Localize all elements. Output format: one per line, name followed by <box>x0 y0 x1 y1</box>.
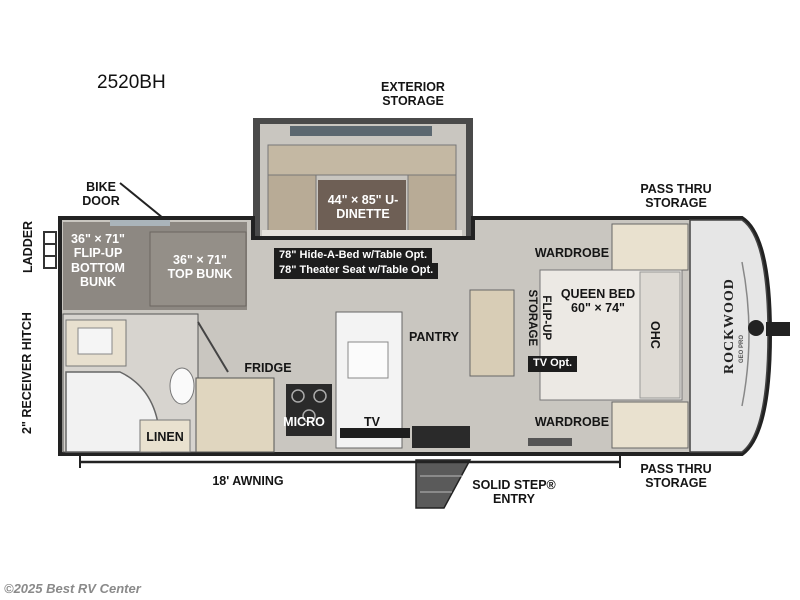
entry-steps <box>415 459 472 509</box>
tv-stand <box>340 428 410 438</box>
queen-bed-label: QUEEN BED 60" × 74" <box>560 287 636 316</box>
ohc-label: OHC <box>648 321 662 349</box>
hide-a-bed-strip <box>262 230 462 240</box>
exterior-storage-label: EXTERIOR STORAGE <box>381 80 445 109</box>
bike-door-swing <box>119 182 164 219</box>
bed-pillows <box>639 271 681 399</box>
brand-sub-logo: GEO PRO <box>739 334 745 363</box>
hitch-tongue <box>766 322 790 336</box>
front-cap-curve <box>741 261 750 407</box>
burner-1 <box>291 389 305 403</box>
bottom-bunk-label: 36" × 71" FLIP-UP BOTTOM BUNK <box>71 232 125 290</box>
entry-step-well <box>412 426 470 448</box>
theater-seat-note: 78" Theater Seat w/Table Opt. <box>274 263 439 279</box>
wardrobe-bottom-cabinet <box>611 401 689 449</box>
toilet <box>169 367 195 405</box>
entry-label: SOLID STEP® ENTRY <box>472 478 556 507</box>
flip-up-storage-label: FLIP-UP STORAGE <box>526 289 552 347</box>
pantry-label: PANTRY <box>409 330 459 344</box>
watermark: ©2025 Best RV Center <box>4 581 141 596</box>
fridge-cabinet <box>195 377 275 453</box>
wardrobe-bottom-label: WARDROBE <box>534 415 610 429</box>
dinette-seat-back <box>267 144 457 176</box>
burner-2 <box>313 389 327 403</box>
hide-a-bed-note: 78" Hide-A-Bed w/Table Opt. <box>274 248 433 264</box>
exterior-storage-window <box>290 126 432 136</box>
wardrobe-top-label: WARDROBE <box>534 246 610 260</box>
bike-door-label: BIKE DOOR <box>82 180 120 209</box>
ladder-label: LADDER <box>21 220 35 273</box>
hitch-jack <box>748 320 764 336</box>
top-bunk <box>149 231 247 307</box>
receiver-hitch-label: 2" RECEIVER HITCH <box>20 312 34 434</box>
linen-cabinet <box>139 419 191 453</box>
bedroom-window <box>528 438 572 446</box>
bath-door <box>197 321 229 373</box>
micro-label: MICRO <box>283 415 325 429</box>
linen-label: LINEN <box>146 430 184 444</box>
pass-thru-storage-bottom-label: PASS THRU STORAGE <box>640 462 712 491</box>
fridge-label: FRIDGE <box>244 361 292 375</box>
pantry-counter <box>335 311 403 449</box>
tv-opt-note: TV Opt. <box>528 356 578 372</box>
dinette-table <box>318 180 406 230</box>
flip-up-storage <box>469 289 515 377</box>
bath-sink <box>77 327 113 355</box>
kitchen-sink <box>347 341 389 379</box>
ladder-bar <box>43 231 57 269</box>
awning-label: 18' AWNING <box>212 474 284 488</box>
pass-thru-storage-top-label: PASS THRU STORAGE <box>640 182 712 211</box>
burner-3 <box>302 409 316 423</box>
brand-logo: ROCKWOOD <box>722 278 737 374</box>
model-number: 2520BH <box>97 72 166 93</box>
tv-label: TV <box>364 415 380 429</box>
bike-door-window <box>110 220 170 226</box>
dinette-label: 44" × 85" U-DINETTE <box>327 193 399 222</box>
top-bunk-label: 36" × 71" TOP BUNK <box>167 253 233 282</box>
wardrobe-top-cabinet <box>611 223 689 271</box>
